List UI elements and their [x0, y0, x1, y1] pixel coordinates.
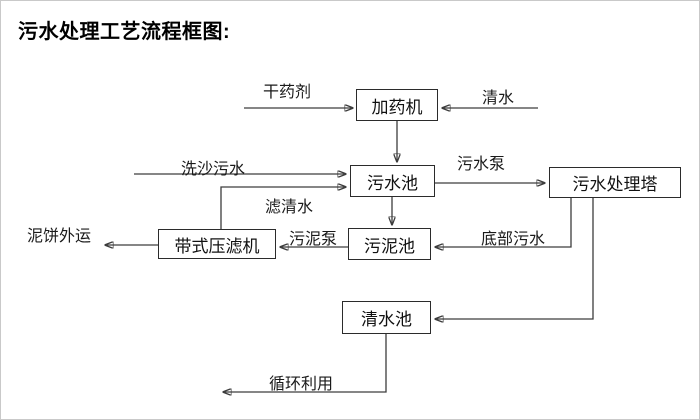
- label-recycling: 循环利用: [268, 376, 333, 393]
- arrow-filtered-water-to-sewage-pool: [220, 187, 346, 229]
- node-sewage-pool: 污水池: [350, 165, 435, 197]
- label-bottom-sewage: 底部污水: [480, 231, 545, 248]
- label-mud-cake-out: 泥饼外运: [26, 228, 91, 245]
- label-sewage-pump: 污水泵: [456, 156, 505, 173]
- label-dry-chemical: 干药剂: [262, 84, 311, 101]
- node-sludge-pool: 污泥池: [348, 228, 431, 260]
- node-clear-water-pool: 清水池: [342, 301, 431, 334]
- label-sand-wash-sewage: 洗沙污水: [180, 161, 245, 178]
- label-sludge-pump: 污泥泵: [288, 231, 337, 248]
- arrow-bottom-sewage-to-sludge-pool: [435, 198, 572, 247]
- arrow-tower-to-clear-pool: [435, 198, 594, 319]
- label-clean-water: 清水: [481, 90, 514, 107]
- node-belt-filter-press: 带式压滤机: [158, 229, 276, 259]
- node-treatment-tower: 污水处理塔: [549, 167, 681, 198]
- node-dosing-machine: 加药机: [356, 89, 438, 121]
- label-filtered-water: 滤清水: [264, 199, 313, 216]
- diagram-title: 污水处理工艺流程框图:: [18, 21, 231, 43]
- arrow-recycling-out: [223, 334, 387, 392]
